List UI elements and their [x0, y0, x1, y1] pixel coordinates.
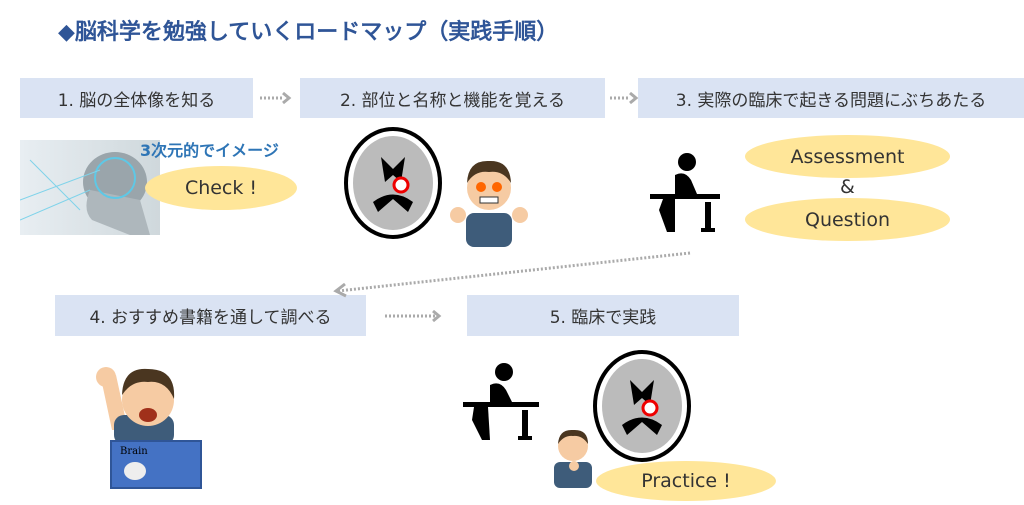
thinking-boy-icon	[554, 429, 592, 488]
step-2: 2. 部位と名称と機能を覚える	[300, 78, 605, 118]
excited-boy-icon	[450, 160, 528, 247]
head-icon	[19, 152, 150, 235]
brain-book: Brain	[110, 440, 202, 489]
step1-caption: 3次元的でイメージ	[140, 141, 279, 160]
brain-mri-icon-2	[593, 350, 691, 462]
step-5: 5. 臨床で実践	[467, 295, 739, 336]
ampersand: &	[840, 176, 855, 198]
step-3: 3. 実際の臨床で起きる問題にぶちあたる	[638, 78, 1024, 118]
brain-icon	[124, 462, 146, 480]
brain-mri-icon	[344, 127, 442, 239]
step-1: 1. 脳の全体像を知る	[20, 78, 253, 118]
brain-hologram-image	[19, 140, 160, 235]
check-bubble: Check !	[145, 166, 297, 210]
page-title: ◆脳科学を勉強していくロードマップ（実践手順）	[58, 20, 559, 45]
book-label: Brain	[120, 446, 148, 457]
boy-reading-icon	[96, 367, 175, 445]
assessment-bubble: Assessment	[745, 135, 950, 178]
arrow-3-4	[337, 251, 691, 293]
clinician-desk-icon	[650, 153, 720, 232]
question-bubble: Question	[745, 198, 950, 241]
boy-with-book: Brain	[88, 355, 203, 489]
practice-bubble: Practice !	[596, 461, 776, 501]
step-4: 4. おすすめ書籍を通して調べる	[55, 295, 366, 336]
clinician-desk-icon-2	[463, 363, 539, 440]
